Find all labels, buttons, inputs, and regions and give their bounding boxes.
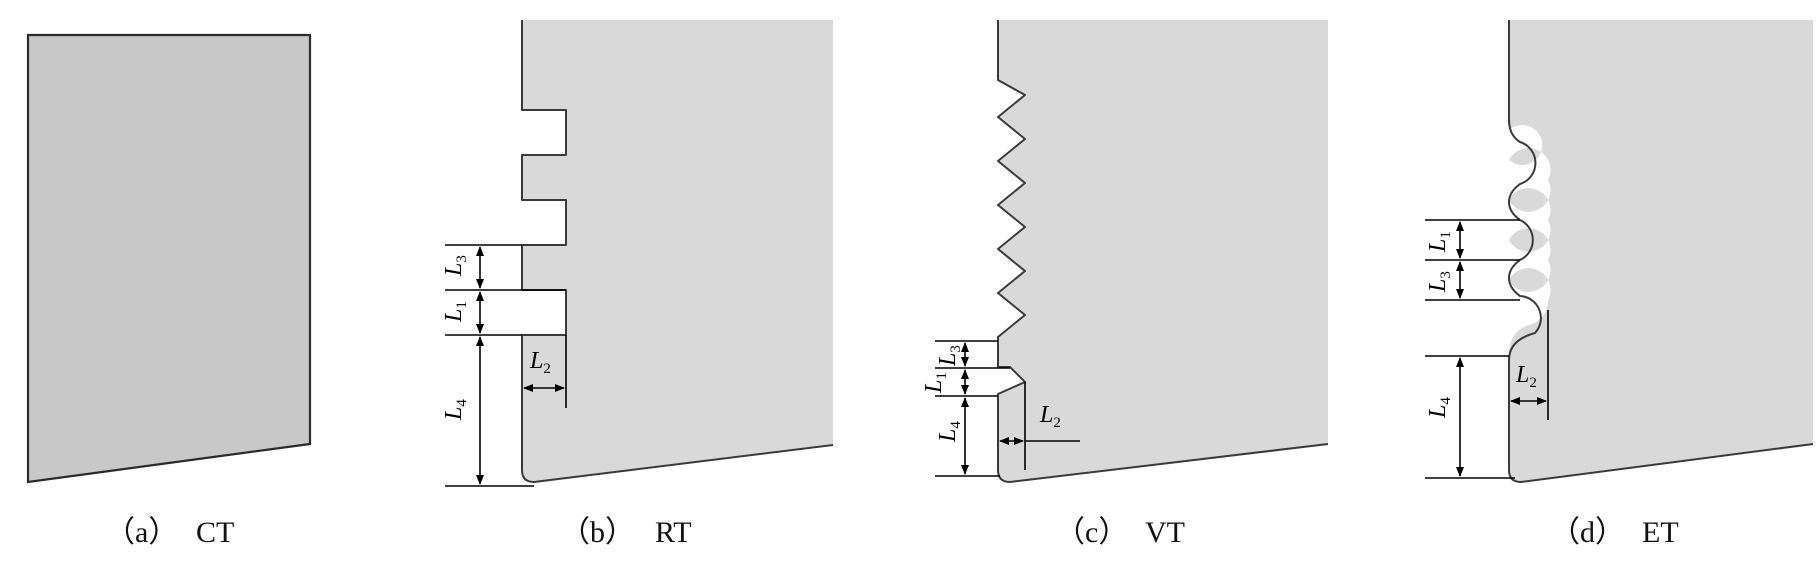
panel-et: L1 L3 L4 L2 （d） ET xyxy=(1425,20,1814,549)
caption-et-letter: （d） xyxy=(1550,516,1625,549)
vt-edge xyxy=(997,20,1329,483)
vt-plate xyxy=(998,20,1328,482)
et-plate xyxy=(1509,20,1813,482)
caption-vt-letter: （c） xyxy=(1055,516,1128,549)
rt-label-l2: L2 xyxy=(529,348,551,377)
svg-text:L1: L1 xyxy=(1425,231,1454,253)
caption-rt-letter: （b） xyxy=(560,516,635,549)
caption-vt-name: VT xyxy=(1145,516,1185,549)
vt-label-l2: L2 xyxy=(1039,402,1061,431)
caption-ct-name: CT xyxy=(196,516,234,549)
svg-text:L1: L1 xyxy=(921,372,950,394)
rt-plate xyxy=(522,20,833,482)
rt-label-l3: L3 xyxy=(441,255,470,277)
caption-rt-name: RT xyxy=(655,516,692,549)
caption-ct-letter: （a） xyxy=(105,516,178,549)
svg-text:L1: L1 xyxy=(441,301,470,323)
et-label-l4: L4 xyxy=(1425,397,1454,419)
svg-text:L3: L3 xyxy=(1425,271,1454,293)
et-label-l2: L2 xyxy=(1515,362,1537,391)
svg-text:L4: L4 xyxy=(441,399,470,421)
vt-label-l3: L3 xyxy=(935,345,964,367)
svg-text:L4: L4 xyxy=(935,421,964,443)
svg-text:L4: L4 xyxy=(1425,397,1454,419)
panel-rt: L3 L1 L4 L2 （b） RT xyxy=(441,20,834,549)
ct-plate xyxy=(26,33,312,484)
caption-et-name: ET xyxy=(1642,516,1679,549)
svg-text:L3: L3 xyxy=(441,255,470,277)
panel-ct: （a） CT xyxy=(26,33,312,549)
et-edge xyxy=(1508,20,1814,483)
panel-vt: L3 L1 L4 L2 （c） VT xyxy=(921,20,1329,549)
et-label-l1: L1 xyxy=(1425,231,1454,253)
vt-label-l4: L4 xyxy=(935,421,964,443)
et-label-l3: L3 xyxy=(1425,271,1454,293)
rt-label-l1: L1 xyxy=(441,301,470,323)
rt-label-l4: L4 xyxy=(441,399,470,421)
svg-text:L3: L3 xyxy=(935,345,964,367)
vt-label-l1: L1 xyxy=(921,372,950,394)
